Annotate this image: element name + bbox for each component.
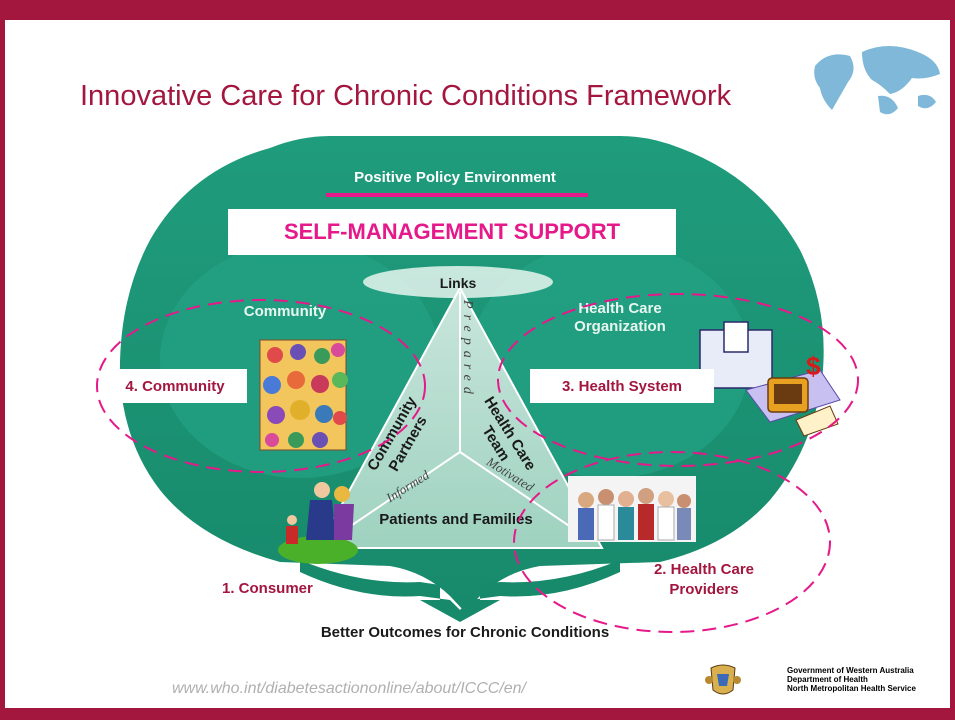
government-line2: Department of Health [787,675,868,684]
world-map-icon [814,46,940,115]
providers-photo [568,476,696,542]
policy-underline [326,193,588,197]
policy-label: Positive Policy Environment [354,169,556,186]
bottom-frame-bar [0,708,955,720]
right-frame-bar [950,0,955,720]
building-computer-picture: $ [699,321,841,437]
government-line3: North Metropolitan Health Service [787,684,916,693]
providers-annotation-line2: Providers [669,581,739,598]
health-system-dashed-ellipse [497,293,859,467]
self-management-support-label: SELF-MANAGEMENT SUPPORT [228,209,676,255]
organization-label-line2: Organization [574,318,666,335]
providers-dashed-ellipse [513,451,831,633]
health-system-annotation: 3. Health System [530,369,714,403]
outcomes-label: Better Outcomes for Chronic Conditions [321,624,609,641]
links-glow [363,266,553,298]
top-frame-bar [0,0,955,20]
left-frame-bar [0,0,5,720]
providers-annotation: 2. Health Care Providers [640,560,768,600]
patients-label: Patients and Families [379,511,532,528]
prepared-label: Prepared [460,299,475,400]
links-label: Links [440,275,477,291]
outcomes-arrow [300,560,620,622]
providers-annotation-line1: 2. Health Care [653,561,755,578]
community-dashed-ellipse [96,299,426,473]
community-label: Community [244,303,327,320]
crowd-picture [259,339,348,451]
consumer-annotation: 1. Consumer [222,580,313,597]
organization-label-line1: Health Care [578,300,661,317]
family-picture [278,482,358,564]
svg-text:$: $ [806,351,821,381]
organization-oval [470,242,750,478]
government-text: Government of Western Australia Departme… [787,666,916,693]
footer-url: www.who.int/diabetesactiononline/about/I… [172,680,526,697]
slide-title: Innovative Care for Chronic Conditions F… [80,80,732,112]
community-annotation: 4. Community [103,369,247,403]
government-line1: Government of Western Australia [787,666,914,675]
government-crest-logo [705,664,741,695]
